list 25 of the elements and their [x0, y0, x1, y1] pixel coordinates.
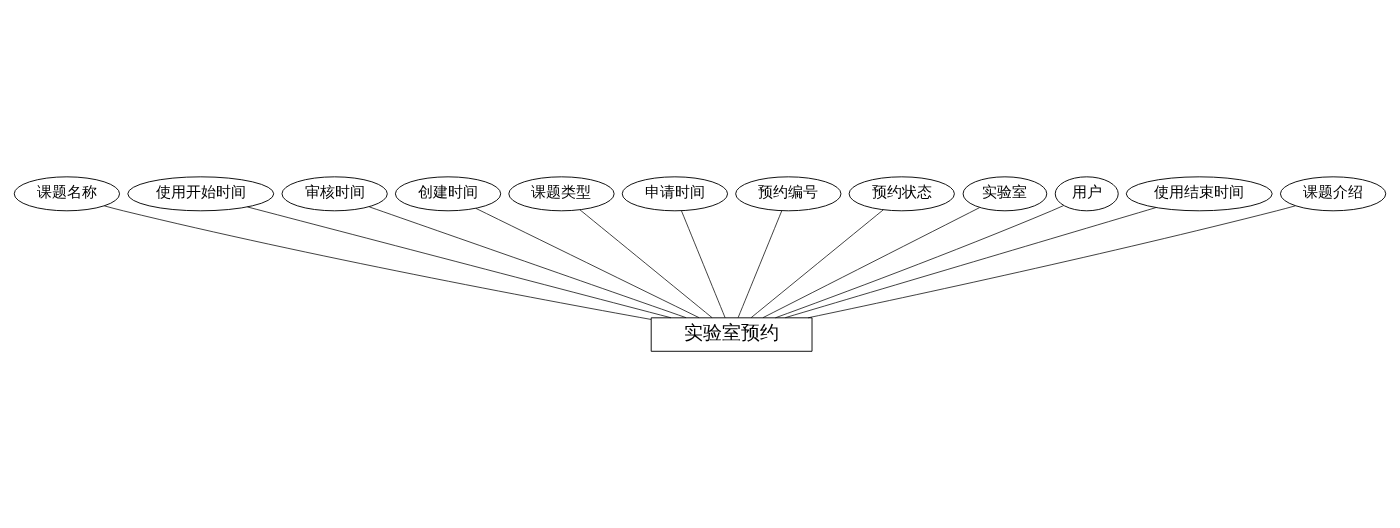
connector — [103, 205, 652, 320]
node-ellipse: 使用开始时间 — [127, 176, 275, 212]
connector — [368, 206, 687, 319]
node-ellipse: 预约编号 — [735, 176, 842, 212]
node-ellipse: 申请时间 — [621, 176, 729, 212]
node-ellipse: 用户 — [1054, 176, 1119, 212]
node-ellipse: 课题类型 — [508, 176, 615, 212]
node-ellipse: 使用结束时间 — [1125, 176, 1273, 212]
node-ellipse: 课题介绍 — [1279, 176, 1387, 212]
node-ellipse: 实验室 — [962, 176, 1048, 212]
connector — [681, 210, 726, 319]
node-box: 实验室预约 — [650, 317, 813, 352]
connector — [247, 206, 672, 319]
node-ellipse: 课题名称 — [13, 176, 121, 212]
connector — [784, 207, 1157, 319]
connector — [475, 208, 700, 319]
node-ellipse: 审核时间 — [281, 176, 388, 212]
connector — [750, 209, 884, 319]
connector — [737, 210, 783, 319]
node-ellipse: 创建时间 — [394, 176, 502, 212]
connector — [579, 209, 713, 319]
node-ellipse: 预约状态 — [848, 176, 955, 212]
connector — [775, 205, 1064, 319]
connector — [762, 207, 980, 319]
connector — [807, 205, 1296, 319]
